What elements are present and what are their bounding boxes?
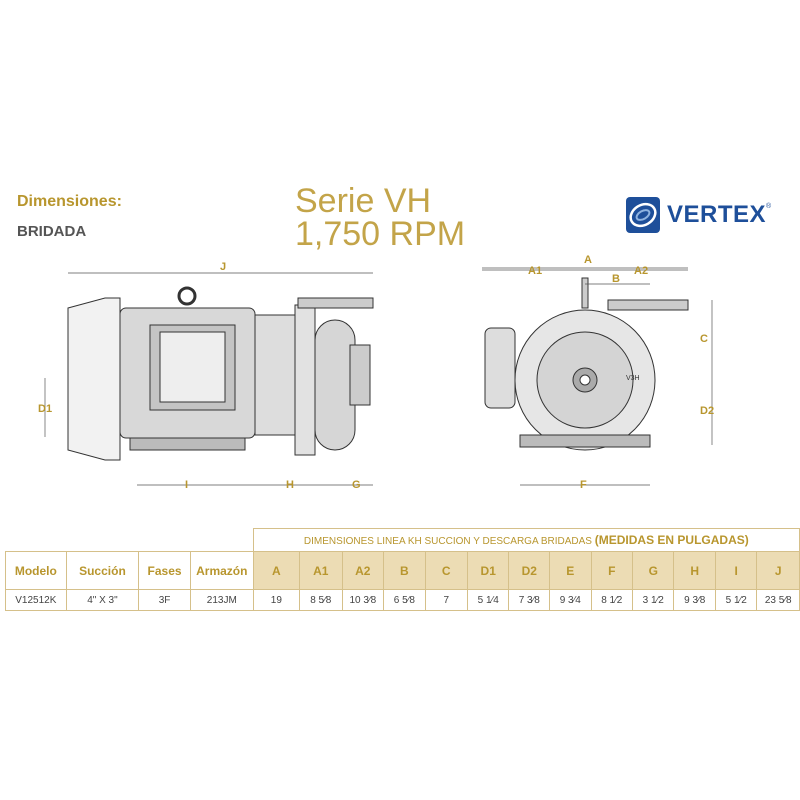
table-cell: 8 1⁄2	[590, 589, 634, 611]
front-view: V3H	[484, 277, 689, 451]
logo-registered: ®	[766, 203, 772, 210]
series-title: Serie VH 1,750 RPM	[295, 182, 466, 253]
column-header: J	[756, 551, 800, 590]
column-header: G	[631, 551, 675, 590]
table-cell: 3 1⁄2	[631, 589, 675, 611]
column-header: E	[549, 551, 592, 590]
label-C: C	[700, 333, 708, 345]
table-cell: 5 1⁄4	[466, 589, 510, 611]
group-title: DIMENSIONES LINEA KH SUCCION Y DESCARGA …	[252, 528, 800, 552]
table-cell: 8 5⁄8	[299, 589, 343, 611]
column-header: A	[252, 551, 301, 590]
label-B: B	[612, 273, 620, 285]
label-A: A	[584, 254, 592, 266]
label-H: H	[286, 479, 294, 491]
vertex-logo: VERTEX ®	[625, 195, 790, 235]
label-F: F	[580, 479, 587, 491]
label-A2: A2	[634, 265, 648, 277]
table-cell: 7 3⁄8	[508, 589, 551, 611]
column-header: I	[714, 551, 758, 590]
column-header: B	[383, 551, 426, 590]
column-header: Modelo	[5, 551, 67, 590]
table-cell: 4" X 3"	[65, 589, 140, 611]
column-header: F	[590, 551, 634, 590]
vertex-logo-icon	[626, 197, 660, 233]
column-header: Succión	[65, 551, 140, 590]
column-header: C	[424, 551, 468, 590]
series-rpm: 1,750 RPM	[295, 215, 466, 253]
column-header: D2	[508, 551, 551, 590]
table-cell: V12512K	[5, 589, 67, 611]
table-cell: 23 5⁄8	[756, 589, 800, 611]
table-cell: 7	[424, 589, 468, 611]
dimensions-table: DIMENSIONES LINEA KH SUCCION Y DESCARGA …	[5, 528, 800, 611]
table-cell: 9 3⁄8	[673, 589, 716, 611]
column-header: H	[673, 551, 716, 590]
dimension-labels: J D1 I H G A A1 A2 B C D2 F E	[38, 254, 714, 491]
dimensions-title: Dimensiones:	[17, 193, 122, 210]
table-cell: 19	[252, 589, 301, 611]
table-cell: 9 3⁄4	[549, 589, 592, 611]
pump-dimension-drawing: V3H J D1 I H G A A1 A2 B C	[38, 254, 714, 491]
table-cell: 5 1⁄2	[714, 589, 758, 611]
series-name: Serie VH	[295, 182, 432, 220]
mount-type: BRIDADA	[17, 223, 87, 240]
label-J: J	[220, 261, 226, 273]
table-cell: 3F	[138, 589, 191, 611]
table-group-header: DIMENSIONES LINEA KH SUCCION Y DESCARGA …	[6, 528, 800, 552]
label-D2: D2	[700, 405, 714, 417]
table-cell: 213JM	[189, 589, 254, 611]
table-cell: 10 3⁄8	[341, 589, 385, 611]
label-D1: D1	[38, 403, 52, 415]
label-I: I	[185, 479, 188, 491]
column-header: Fases	[138, 551, 191, 590]
pump-mark: V3H	[626, 375, 640, 382]
side-view	[67, 286, 374, 461]
label-G: G	[352, 479, 361, 491]
column-header: A1	[299, 551, 343, 590]
logo-text: VERTEX	[667, 201, 767, 228]
label-A1: A1	[528, 265, 542, 277]
column-header: A2	[341, 551, 385, 590]
table-cell: 6 5⁄8	[383, 589, 426, 611]
column-header: D1	[466, 551, 510, 590]
dimension-lines	[44, 267, 713, 486]
column-header: Armazón	[189, 551, 254, 590]
